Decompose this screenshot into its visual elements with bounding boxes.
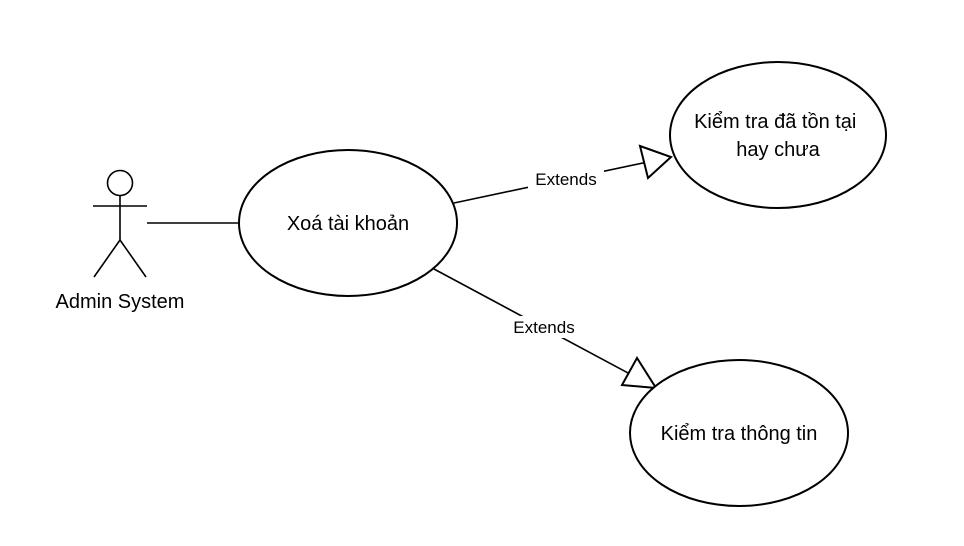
actor-right-leg <box>119 239 147 278</box>
use-case-delete-account[interactable]: Xoá tài khoản <box>238 149 458 297</box>
actor-label: Admin System <box>56 291 185 313</box>
use-case-check-info-label: Kiểm tra thông tin <box>661 423 818 445</box>
extend-arrowhead-bottom <box>620 356 658 390</box>
use-case-check-exists-label: Kiểm tra đã tồn tại hay chưa <box>694 111 862 161</box>
extend-label-top: Extends <box>535 170 596 189</box>
actor-left-leg <box>93 239 121 278</box>
extend-relation-top: Extends <box>453 144 673 204</box>
extend-label-bg-top <box>528 167 604 189</box>
use-case-check-exists-line2: hay chưa <box>736 139 820 161</box>
extend-relation-bottom: Extends <box>433 268 658 390</box>
use-case-check-exists-line1: Kiểm tra đã tồn tại <box>694 111 856 133</box>
actor-admin-system[interactable]: Admin System <box>56 169 185 314</box>
use-case-check-info[interactable]: Kiểm tra thông tin <box>629 359 849 507</box>
use-case-check-exists-ellipse <box>669 61 887 209</box>
use-case-check-info-ellipse <box>629 359 849 507</box>
extend-label-bottom: Extends <box>513 318 574 337</box>
actor-head <box>106 169 134 197</box>
use-case-check-exists[interactable]: Kiểm tra đã tồn tại hay chưa <box>669 61 887 209</box>
use-case-delete-account-ellipse <box>238 149 458 297</box>
extend-arrowhead-top <box>638 144 673 180</box>
use-case-delete-account-label: Xoá tài khoản <box>287 213 409 235</box>
extend-label-bg-bottom <box>506 316 582 338</box>
